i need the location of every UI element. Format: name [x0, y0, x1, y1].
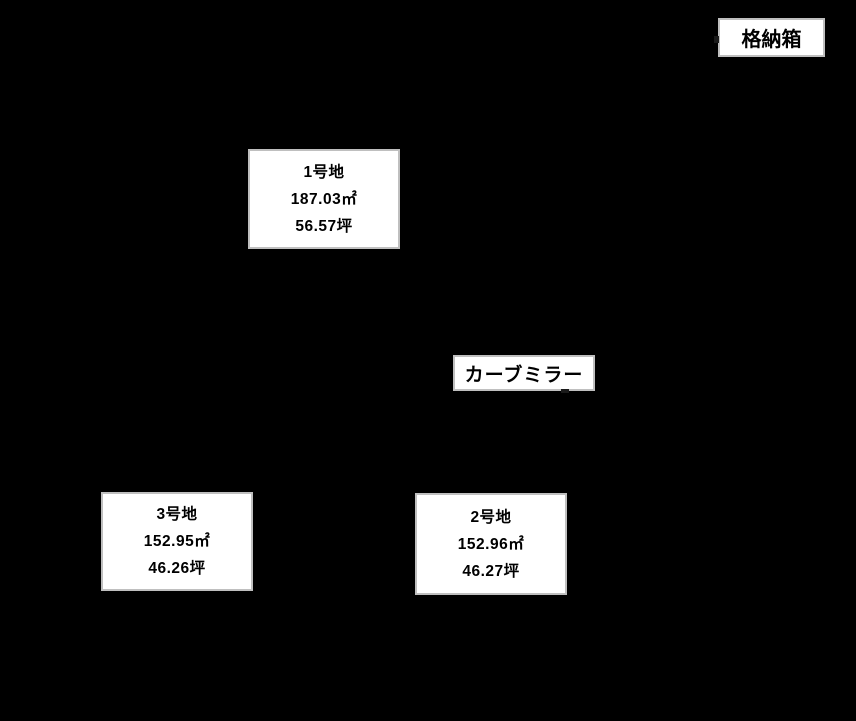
curve-mirror-label-box: カーブミラー [453, 355, 595, 391]
lot-2-area-sqm: 152.96㎡ [457, 535, 525, 553]
lot-1-area-tsubo: 56.57坪 [295, 217, 353, 235]
curve-mirror-label: カーブミラー [464, 364, 584, 386]
curve-mirror-leader-tick [561, 389, 569, 393]
storage-box-leader-tick [714, 36, 719, 43]
lot-3-name: 3号地 [156, 506, 198, 523]
lot-2-area-tsubo: 46.27坪 [462, 562, 520, 580]
lot-1-info-box: 1号地 187.03㎡ 56.57坪 [248, 149, 400, 249]
lot-2-info-box: 2号地 152.96㎡ 46.27坪 [415, 493, 567, 595]
lot-3-area-tsubo: 46.26坪 [148, 560, 206, 577]
storage-box-label: 格納箱 [741, 29, 802, 51]
lot-1-area-sqm: 187.03㎡ [290, 190, 358, 208]
lot-1-name: 1号地 [303, 163, 345, 181]
storage-box-label-box: 格納箱 [718, 18, 825, 57]
lot-3-area-sqm: 152.95㎡ [143, 533, 211, 550]
lot-3-info-box: 3号地 152.95㎡ 46.26坪 [101, 492, 253, 591]
lot-2-name: 2号地 [470, 508, 512, 526]
